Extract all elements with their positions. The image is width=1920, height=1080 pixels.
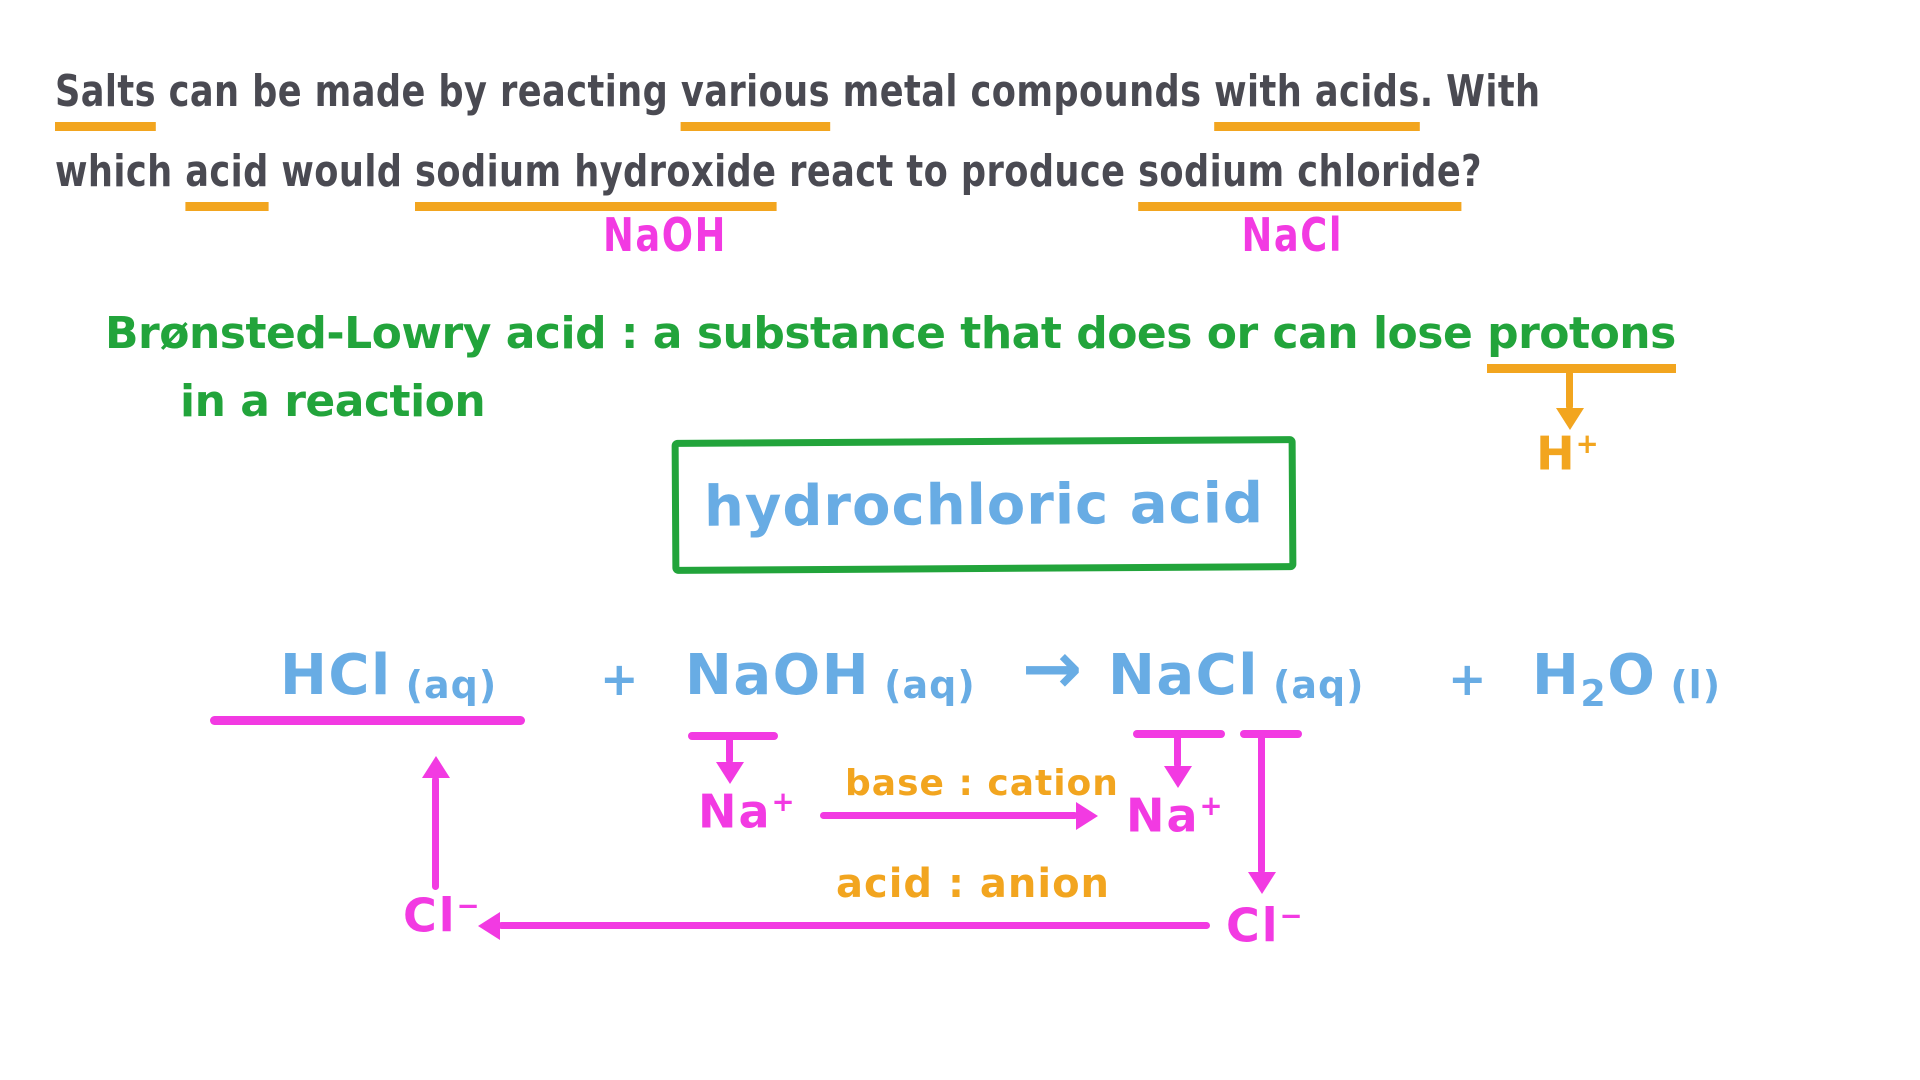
underlined-word-acid: acid	[185, 146, 269, 211]
underlined-word-salts: Salts	[55, 66, 156, 131]
definition-line-1: Brønsted-Lowry acid : a substance that d…	[105, 300, 1676, 476]
eq-hcl-state: (aq)	[405, 663, 498, 707]
definition-line-2: in a reaction	[180, 376, 486, 427]
cl-symbol: Cl	[1226, 898, 1280, 953]
eq-h2o-state: (l)	[1670, 663, 1722, 707]
question-segment: sodium chloride	[1138, 146, 1462, 197]
eq-h2o-h: H	[1532, 643, 1581, 708]
eq-hcl-formula: HCl	[280, 643, 392, 708]
eq-h2o-o: O	[1607, 643, 1657, 708]
hcl-underline	[210, 716, 525, 725]
question-text: Salts can be made by reacting various me…	[55, 52, 1541, 258]
nacl-down-arrow-short	[1174, 734, 1181, 768]
h-plus-ion: H+	[1536, 427, 1600, 477]
definition-segment: Brønsted-Lowry acid : a substance that d…	[105, 308, 1488, 359]
cl-minus-ion-left: Cl−	[403, 889, 482, 939]
nacl-down-arrow-long	[1258, 734, 1265, 874]
cl-charge: −	[1279, 899, 1305, 932]
eq-h2o-subscript: 2	[1580, 672, 1608, 716]
eq-plus-1: +	[600, 652, 641, 706]
cl-to-hcl-up-arrow	[432, 776, 439, 890]
bronsted-lowry-definition: Brønsted-Lowry acid : a substance that d…	[105, 300, 1676, 476]
eq-hcl: HCl (aq)	[280, 640, 497, 713]
cl-minus-ion-right: Cl−	[1226, 899, 1305, 949]
nacl-formula-text: NaCl	[1241, 208, 1344, 262]
answer-text: hydrochloric acid	[703, 470, 1265, 540]
underlined-phrase-with-acids: with acids	[1214, 66, 1420, 131]
question-segment: would	[268, 146, 416, 197]
eq-naoh-state: (aq)	[884, 663, 976, 707]
naoh-down-arrow	[726, 736, 733, 764]
question-segment: ?	[1461, 146, 1482, 197]
acid-anion-label: acid : anion	[836, 861, 1111, 907]
naoh-formula-text: NaOH	[602, 208, 728, 262]
eq-reaction-arrow: →	[1022, 626, 1084, 710]
eq-naoh-formula: NaOH	[685, 643, 871, 708]
na-plus-ion-right: Na+	[1126, 789, 1225, 839]
h-plus-symbol: H	[1536, 426, 1576, 481]
acid-anion-arrow	[498, 922, 1210, 929]
question-segment: metal compounds	[830, 66, 1215, 117]
eq-nacl: NaCl (aq)	[1108, 640, 1365, 713]
answer-box: hydrochloric acid	[671, 436, 1297, 574]
naoh-formula-label: NaOH	[603, 212, 727, 258]
na-symbol: Na	[698, 784, 772, 839]
eq-nacl-formula: NaCl	[1108, 643, 1259, 708]
h-plus-charge: +	[1575, 427, 1600, 460]
eq-naoh: NaOH (aq)	[685, 640, 976, 713]
nacl-tick-bar-2	[1240, 730, 1302, 738]
eq-h2o: H2O (l)	[1532, 640, 1721, 718]
na-plus-ion-left: Na+	[698, 785, 797, 835]
nacl-formula-label: NaCl	[1241, 212, 1343, 258]
question-segment: sodium hydroxide	[415, 146, 777, 197]
cl-charge: −	[456, 889, 482, 922]
protons-down-arrow	[1566, 370, 1574, 410]
cl-symbol: Cl	[403, 888, 457, 943]
base-cation-label: base : cation	[845, 763, 1119, 804]
question-segment: . With	[1419, 66, 1541, 117]
question-line-1: Salts can be made by reacting various me…	[55, 52, 1541, 132]
eq-plus-2: +	[1448, 652, 1489, 706]
na-symbol: Na	[1126, 788, 1200, 843]
eq-nacl-state: (aq)	[1272, 663, 1365, 707]
base-cation-arrow	[820, 812, 1078, 819]
question-segment: which	[55, 146, 186, 197]
protons-text: protons	[1487, 308, 1676, 359]
question-segment: can be made by reacting	[155, 66, 681, 117]
na-charge: +	[1199, 789, 1225, 822]
question-segment: react to produce	[776, 146, 1139, 197]
na-charge: +	[771, 785, 797, 818]
underlined-word-various: various	[680, 66, 830, 131]
naoh-tick-bar	[688, 732, 778, 740]
